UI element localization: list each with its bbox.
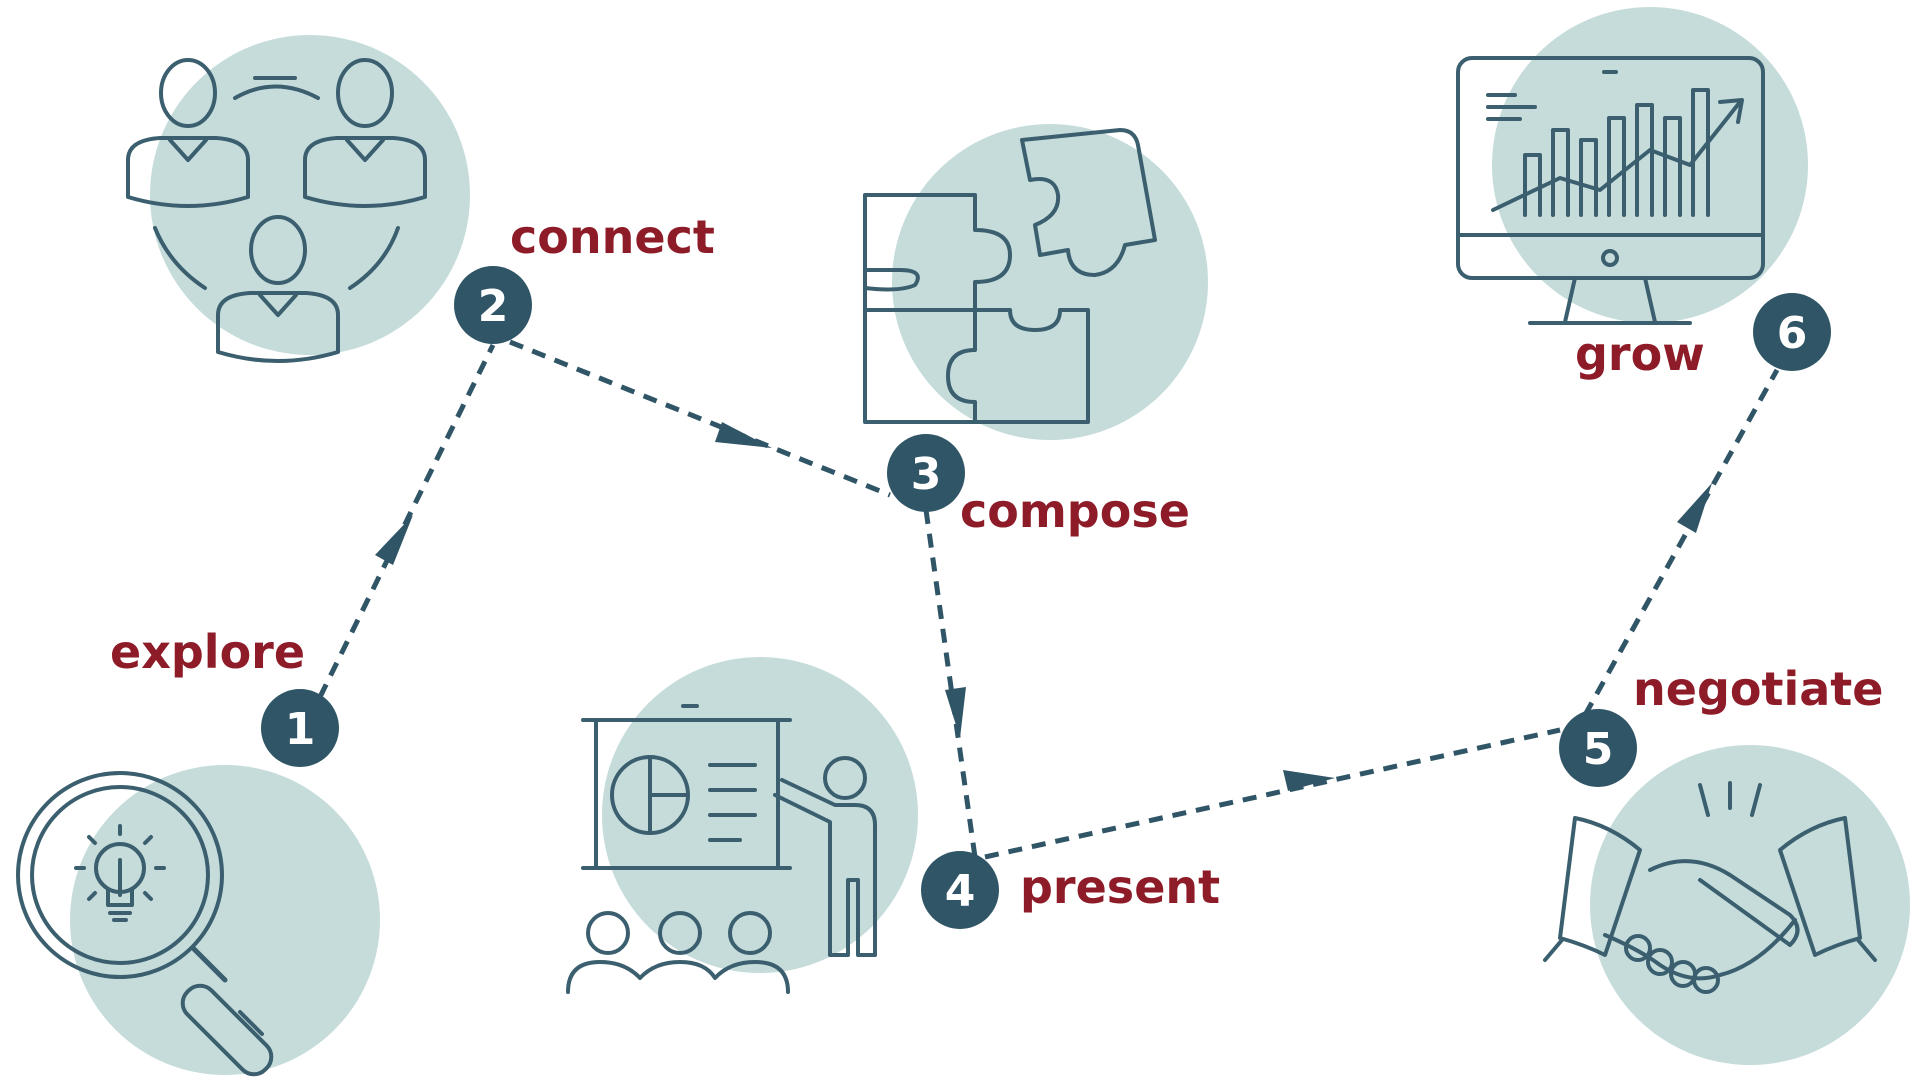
connect-circle	[150, 35, 470, 355]
step-label-present: present	[1020, 860, 1220, 914]
step-marker-1: 1	[261, 689, 339, 767]
step-label-connect: connect	[510, 210, 715, 264]
step-label-compose: compose	[960, 484, 1190, 538]
step-marker-4: 4	[921, 851, 999, 929]
step-marker-6: 6	[1753, 293, 1831, 371]
connector-4-5	[985, 730, 1560, 857]
step-marker-5: 5	[1559, 709, 1637, 787]
step-number-3: 3	[911, 449, 942, 500]
step-marker-2: 2	[454, 266, 532, 344]
connector-1-2	[320, 345, 493, 697]
step-number-2: 2	[478, 281, 509, 332]
connector-3-4	[926, 510, 975, 857]
step-number-5: 5	[1583, 724, 1614, 775]
step-number-1: 1	[285, 704, 316, 755]
connector-2-3	[510, 342, 890, 495]
compose-circle	[892, 124, 1208, 440]
step-label-negotiate: negotiate	[1633, 662, 1883, 716]
step-label-explore: explore	[110, 625, 305, 679]
step-marker-3: 3	[887, 434, 965, 512]
step-number-4: 4	[945, 866, 976, 917]
step-label-grow: grow	[1575, 327, 1705, 381]
negotiate-circle	[1590, 745, 1910, 1065]
step-number-6: 6	[1777, 308, 1808, 359]
